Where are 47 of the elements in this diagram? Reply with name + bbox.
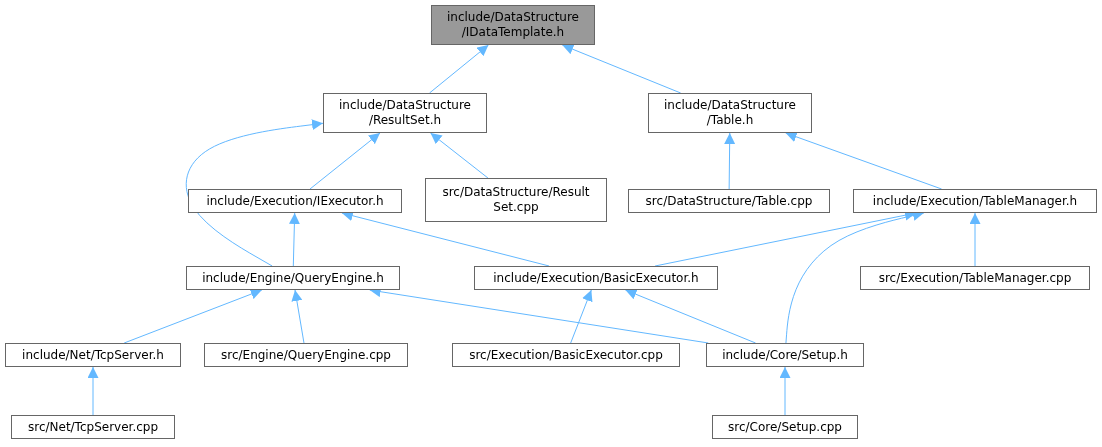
arrow [624, 289, 757, 344]
arrow [288, 212, 300, 267]
file-box [853, 189, 1097, 213]
file-name: include/Engine/QueryEngine.h [202, 270, 384, 286]
file-box [5, 343, 181, 367]
file-name: include/Core/Setup.h [722, 347, 848, 363]
file-box [188, 189, 402, 213]
arrow [779, 366, 791, 416]
file-name: src/Execution/BasicExecutor.cpp [469, 347, 663, 363]
file-name: include/DataStructure /IDataTemplate.h [446, 10, 580, 40]
file-name: src/Execution/TableManager.cpp [878, 270, 1072, 286]
file-box [452, 343, 680, 367]
file-box [425, 178, 607, 222]
arrow [570, 289, 593, 344]
arrow [87, 366, 99, 416]
arrow [785, 131, 943, 190]
arrow [561, 44, 682, 94]
arrow [185, 119, 324, 267]
file-box [204, 343, 408, 367]
file-name: src/Core/Setup.cpp [728, 419, 842, 435]
file-name: src/DataStructure/Result Set.cpp [441, 185, 591, 215]
file-box [648, 93, 812, 133]
file-name: src/DataStructure/Table.cpp [645, 193, 813, 209]
file-box [186, 266, 400, 290]
arrow [309, 132, 381, 190]
file-box [323, 93, 487, 133]
arrow [291, 289, 305, 344]
file-box [712, 415, 858, 439]
file-name: include/DataStructure /ResultSet.h [338, 98, 472, 128]
arrow [429, 44, 489, 94]
file-name: include/Execution/BasicExecutor.h [493, 270, 699, 286]
arrow [430, 132, 489, 179]
arrow [969, 212, 981, 267]
file-box [431, 5, 595, 45]
file-name: include/DataStructure /Table.h [663, 98, 797, 128]
file-box [11, 415, 175, 439]
arrow [724, 132, 736, 190]
file-name: include/Execution/IExecutor.h [206, 193, 384, 209]
file-name: src/Net/TcpServer.cpp [27, 419, 159, 435]
file-box [628, 189, 830, 213]
file-name: include/Net/TcpServer.h [22, 347, 164, 363]
file-box [474, 266, 718, 290]
file-name: include/Execution/TableManager.h [872, 193, 1078, 209]
file-box [706, 343, 864, 367]
file-name: src/Engine/QueryEngine.cpp [221, 347, 391, 363]
file-box [860, 266, 1090, 290]
arrow [123, 288, 263, 344]
